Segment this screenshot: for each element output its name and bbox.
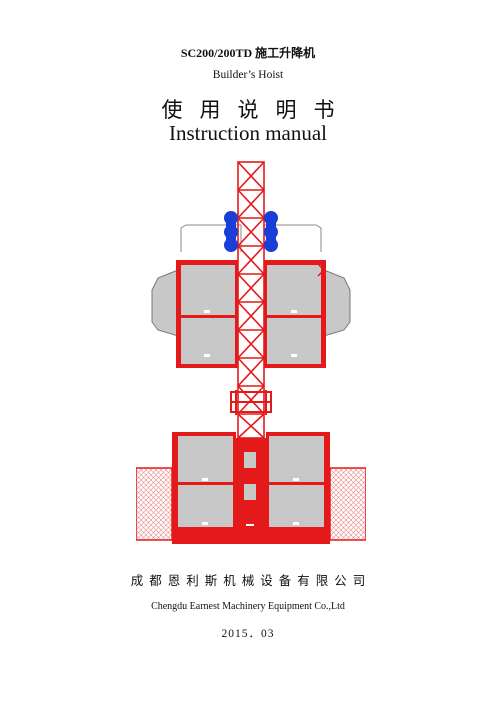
lower-left-cage bbox=[172, 432, 236, 540]
subtitle: Builder’s Hoist bbox=[212, 69, 284, 81]
model-line: SC200/200TD 施工升降机 bbox=[180, 46, 316, 60]
left-fence bbox=[136, 467, 173, 541]
drive-motors bbox=[224, 211, 278, 252]
right-fence bbox=[329, 467, 366, 541]
mast bbox=[237, 161, 265, 439]
company-name-english: Chengdu Earnest Machinery Equipment Co.,… bbox=[151, 601, 345, 612]
left-side-shell bbox=[151, 269, 179, 337]
publication-date: 2015．03 bbox=[221, 628, 275, 640]
upper-left-cage bbox=[176, 260, 238, 368]
upper-right-cage bbox=[264, 260, 326, 368]
builders-hoist-illustration bbox=[136, 161, 366, 544]
title-english: Instruction manual bbox=[168, 121, 328, 145]
upper-cab-outline bbox=[180, 224, 322, 252]
lower-right-cage bbox=[266, 432, 330, 540]
title-chinese: 使用说明书 bbox=[161, 98, 352, 122]
company-name-chinese: 成都恩利斯机械设备有限公司 bbox=[130, 573, 372, 588]
right-side-shell bbox=[323, 269, 351, 337]
mast-base bbox=[236, 438, 266, 540]
mid-frame bbox=[230, 390, 272, 415]
base-plate bbox=[172, 536, 330, 544]
